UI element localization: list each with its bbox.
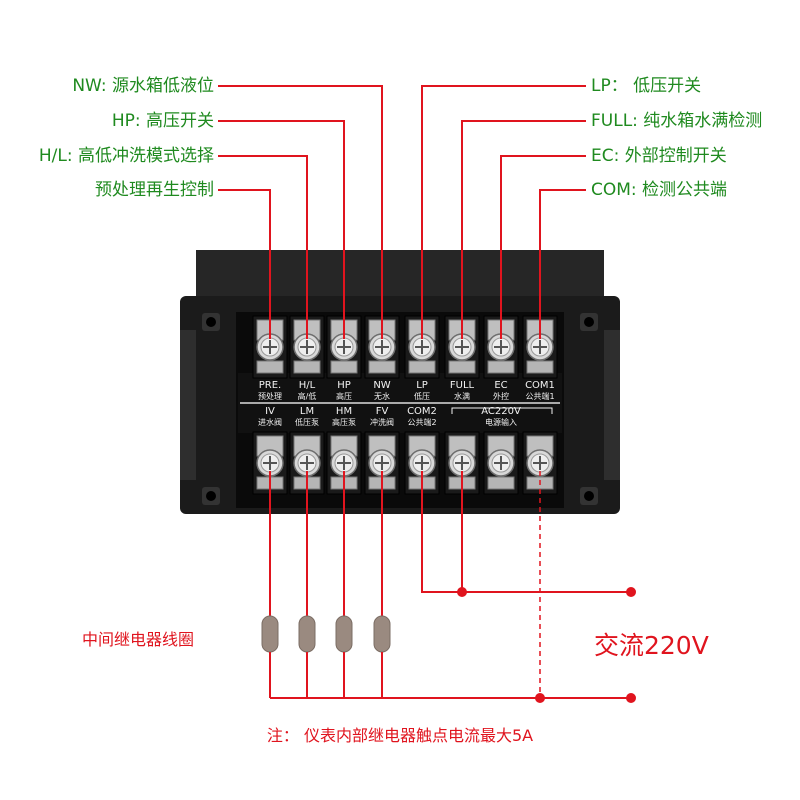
- callout-leader-left: [218, 85, 383, 339]
- terminal-clamp-lower: [526, 360, 554, 374]
- relay-coil: [373, 615, 391, 653]
- relay-coil: [298, 615, 316, 653]
- bottom-terminal-code: COM2: [407, 406, 437, 417]
- top-terminal-name: 预处理: [258, 391, 282, 401]
- callout-com: COM: 检测公共端: [591, 180, 728, 200]
- ac-input-code: AC220V: [481, 406, 521, 417]
- bottom-terminal-code: HM: [336, 406, 352, 417]
- callout-full: FULL: 纯水箱水满检测: [591, 111, 763, 131]
- top-terminal-name: 高压: [336, 391, 352, 401]
- callout-leader-left: [218, 120, 345, 339]
- current-note: 注： 仪表内部继电器触点电流最大5A: [266, 726, 534, 745]
- callout-pre: 预处理再生控制: [95, 180, 214, 200]
- bottom-terminal-code: FV: [376, 406, 389, 417]
- bottom-terminal-name: 公共端2: [407, 417, 436, 427]
- callout-leader-left: [218, 155, 308, 339]
- bottom-terminal-name: 冲洗阀: [370, 417, 394, 427]
- callout-leader-right: [500, 155, 586, 339]
- top-terminal-name: 外控: [493, 391, 509, 401]
- mount-hole: [584, 317, 594, 327]
- bottom-terminal: [404, 431, 440, 495]
- callout-ec: EC: 外部控制开关: [591, 146, 727, 166]
- terminal-clamp-lower: [293, 360, 321, 374]
- callout-lp: LP： 低压开关: [591, 76, 702, 96]
- top-terminal-name: 水满: [454, 391, 470, 401]
- ac-terminal-dot: [626, 693, 636, 703]
- com2-wire: [421, 471, 631, 593]
- callout-hl: H/L: 高低冲洗模式选择: [38, 146, 214, 166]
- top-terminal: [364, 315, 400, 379]
- bottom-terminal: [252, 431, 288, 495]
- top-terminal-name: 无水: [374, 391, 390, 401]
- top-terminal-code: EC: [494, 380, 507, 391]
- callout-leader-left: [218, 189, 271, 339]
- terminal-clamp-lower: [368, 360, 396, 374]
- callout-leader-right: [461, 120, 586, 339]
- junction-dot: [457, 587, 467, 597]
- ac-input-name: 电源输入: [485, 417, 517, 427]
- terminal-clamp-lower: [330, 360, 358, 374]
- housing-side-right: [604, 330, 620, 480]
- terminal-clamp-lower: [408, 360, 436, 374]
- relay-coil: [335, 615, 353, 653]
- bottom-terminal: [483, 431, 519, 495]
- top-terminal-name: 公共端1: [525, 391, 554, 401]
- top-terminal-code: LP: [416, 380, 428, 391]
- bottom-terminal-code: LM: [300, 406, 314, 417]
- top-terminal-code: COM1: [525, 380, 555, 391]
- top-terminal-code: NW: [373, 380, 390, 391]
- ac-bracket: [451, 407, 553, 414]
- top-terminal: [522, 315, 558, 379]
- callout-hp: HP: 高压开关: [111, 111, 214, 131]
- junction-dot: [535, 693, 545, 703]
- terminal-clamp-lower: [448, 360, 476, 374]
- housing-side-left: [180, 330, 196, 480]
- relay-coil: [261, 615, 279, 653]
- ac-voltage-label: 交流220V: [594, 631, 709, 660]
- terminal-clamp-lower: [487, 476, 515, 490]
- mount-hole: [206, 491, 216, 501]
- bottom-terminal-name: 高压泵: [332, 417, 356, 427]
- bottom-terminal-code: IV: [265, 406, 275, 417]
- terminal-clamp-lower: [256, 360, 284, 374]
- mount-hole: [206, 317, 216, 327]
- top-terminal-name: 低压: [414, 391, 430, 401]
- callout-nw: NW: 源水箱低液位: [72, 76, 214, 96]
- top-terminal-code: PRE.: [259, 380, 281, 391]
- bottom-terminal-name: 进水阀: [258, 417, 282, 427]
- ac-terminal-dot: [626, 587, 636, 597]
- top-terminal-name: 高/低: [298, 391, 317, 401]
- terminal-clamp-lower: [487, 360, 515, 374]
- top-terminal-code: FULL: [450, 380, 475, 391]
- mount-hole: [584, 491, 594, 501]
- top-terminal-code: HP: [337, 380, 351, 391]
- bottom-terminal-name: 低压泵: [295, 417, 319, 427]
- callout-leader-right: [421, 85, 586, 339]
- callout-leader-right: [539, 189, 586, 339]
- coil-label: 中间继电器线圈: [82, 630, 195, 649]
- top-terminal-code: H/L: [299, 380, 316, 391]
